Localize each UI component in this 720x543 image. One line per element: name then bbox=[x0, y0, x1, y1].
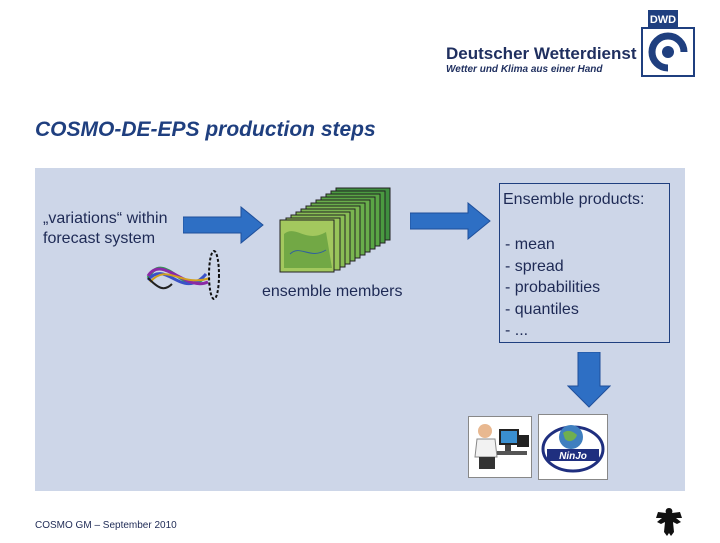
list-item: - spread bbox=[505, 257, 564, 275]
variations-line-2: forecast system bbox=[43, 230, 156, 247]
ensemble-maps-icon bbox=[276, 184, 398, 274]
down-arrow-icon bbox=[566, 351, 612, 408]
right-arrow-icon bbox=[409, 201, 492, 241]
variations-line-1: „variations“ within bbox=[43, 210, 168, 227]
ninjo-globe-icon: NinJo bbox=[538, 414, 608, 480]
variations-label: „variations“ within forecast system bbox=[43, 209, 167, 249]
right-arrow-icon bbox=[182, 205, 265, 245]
forecaster-workstation-icon bbox=[468, 416, 532, 478]
dwd-badge-text: DWD bbox=[650, 14, 676, 26]
footer-text: COSMO GM – September 2010 bbox=[35, 520, 177, 531]
products-list: - mean - spread - probabilities - quanti… bbox=[505, 234, 600, 342]
ensemble-products-box bbox=[499, 183, 670, 343]
dwd-logo-icon: DWD bbox=[638, 8, 698, 78]
brand-slogan: Wetter und Klima aus einer Hand bbox=[446, 64, 603, 75]
perturbation-curves-icon bbox=[144, 248, 226, 302]
ninjo-logo-text: NinJo bbox=[559, 451, 587, 462]
list-item: - probabilities bbox=[505, 279, 601, 296]
products-title: Ensemble products: bbox=[503, 191, 645, 208]
list-item: - quantiles bbox=[505, 300, 579, 318]
federal-eagle-icon bbox=[654, 506, 684, 538]
ensemble-members-label: ensemble members bbox=[262, 283, 403, 300]
list-item: - ... bbox=[505, 322, 529, 339]
brand-name: Deutscher Wetterdienst bbox=[446, 44, 637, 63]
slide-title: COSMO-DE-EPS production steps bbox=[35, 118, 376, 141]
list-item: - mean bbox=[505, 236, 555, 253]
